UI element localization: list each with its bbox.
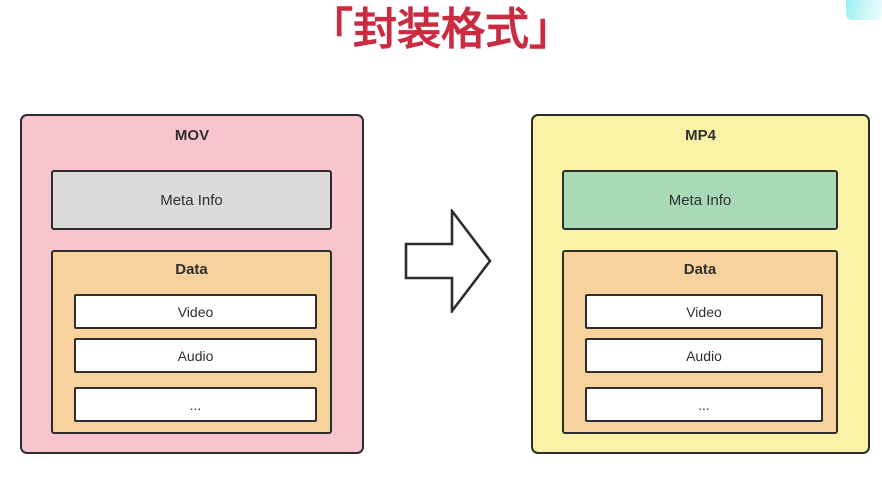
mp4-data-box: Data Video Audio ...	[562, 250, 838, 434]
mov-container-label: MOV	[174, 127, 210, 144]
mp4-meta-info-label: Meta Info	[668, 191, 732, 209]
mp4-audio-row: Audio	[585, 338, 823, 373]
mov-video-row: Video	[74, 294, 317, 329]
mp4-audio-label: Audio	[686, 347, 722, 364]
mp4-video-row: Video	[585, 294, 823, 329]
mp4-video-label: Video	[686, 303, 722, 320]
mov-data-label: Data	[175, 261, 208, 278]
mp4-meta-info-box: Meta Info	[562, 170, 838, 230]
video-overlay-artifact	[846, 0, 882, 20]
mp4-container-box: MP4 Meta Info Data Video Audio ...	[531, 114, 870, 454]
mov-other-label: ...	[189, 396, 202, 413]
mov-audio-label: Audio	[177, 347, 214, 364]
mp4-container-label: MP4	[685, 127, 716, 144]
mp4-other-row: ...	[585, 387, 823, 422]
mov-data-box: Data Video Audio ...	[51, 250, 332, 434]
mp4-data-label: Data	[683, 261, 717, 278]
mov-audio-row: Audio	[74, 338, 317, 373]
mov-other-row: ...	[74, 387, 317, 422]
mp4-other-label: ...	[698, 396, 710, 413]
mov-container-box: MOV Meta Info Data Video Audio ...	[20, 114, 364, 454]
page-title: 「封装格式」	[309, 5, 573, 54]
right-arrow-icon	[404, 207, 492, 315]
mov-meta-info-label: Meta Info	[160, 191, 223, 209]
mov-meta-info-box: Meta Info	[51, 170, 332, 230]
mov-video-label: Video	[177, 303, 214, 320]
